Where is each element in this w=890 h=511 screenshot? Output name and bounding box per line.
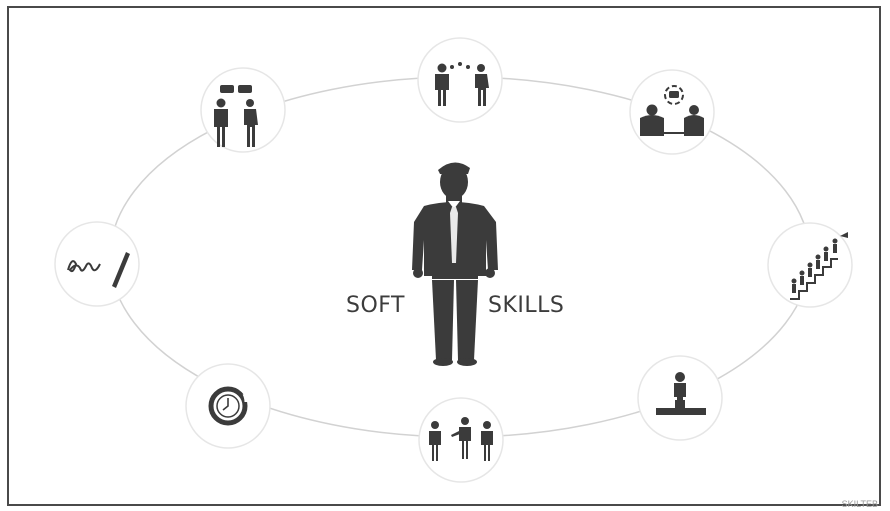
node-leadership[interactable] [637,355,723,441]
node-conversation[interactable] [417,37,503,123]
corner-watermark-text: SKILTEB [841,499,878,509]
two-people-talking-dots-icon [435,62,489,106]
person-on-podium-icon [656,372,706,415]
node-career-growth[interactable] [767,222,853,308]
center-label-right: SKILLS [488,293,565,318]
clock-icon [208,386,248,426]
node-time-management[interactable] [185,363,271,449]
signature-pen-icon [67,252,130,288]
node-presentation[interactable] [418,397,504,483]
two-people-at-table-exchange-icon [640,85,704,136]
three-people-presenting-icon [429,417,493,461]
node-teamwork-discussion[interactable] [629,69,715,155]
center-label-left: SOFT [346,293,405,318]
node-communication-dialogue[interactable] [200,67,286,153]
people-climbing-stairs-icon [790,232,848,300]
node-writing[interactable] [54,221,140,307]
two-people-speech-bubbles-icon [214,85,258,147]
businessman-figure-icon [412,162,498,366]
